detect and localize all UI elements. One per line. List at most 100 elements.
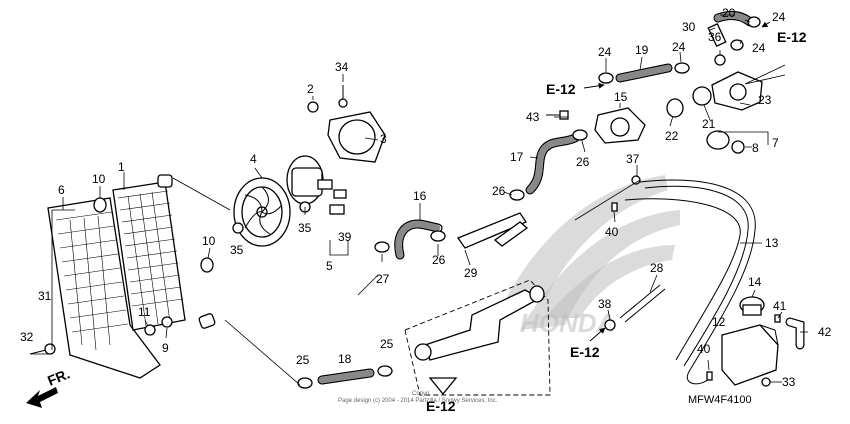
washer-36[interactable] xyxy=(714,54,726,66)
breather-tube-42[interactable] xyxy=(785,317,805,350)
part-label: 15 xyxy=(614,90,628,104)
copyright-line-2: Page design (c) 2004 - 2014 Partzilla / … xyxy=(338,398,498,404)
part-label: 16 xyxy=(413,189,427,203)
hose-16[interactable] xyxy=(394,219,443,260)
clamp-26-left[interactable] xyxy=(430,230,446,242)
hose-13[interactable] xyxy=(624,179,756,385)
clamp-26-middle[interactable] xyxy=(509,189,525,201)
part-label: 28 xyxy=(650,261,664,275)
bolt-33[interactable] xyxy=(761,377,771,387)
part-label: 24 xyxy=(672,40,686,54)
reference-labels: E-12 E-12 E-12 E-12 xyxy=(426,29,807,414)
diagram-code: MFW4F4100 xyxy=(688,394,752,406)
reserve-tank[interactable] xyxy=(721,324,779,386)
part-label: 40 xyxy=(697,342,711,356)
part-label: 29 xyxy=(464,266,478,280)
part-label: 21 xyxy=(702,117,716,131)
part-label: 25 xyxy=(296,353,310,367)
radiator[interactable] xyxy=(112,174,216,331)
pipe-28[interactable] xyxy=(619,284,666,323)
clip-41[interactable] xyxy=(774,314,781,323)
clamp-24-b[interactable] xyxy=(674,62,690,74)
clip-40-upper[interactable] xyxy=(611,202,618,212)
part-label: 1 xyxy=(118,160,125,174)
water-pump[interactable] xyxy=(711,71,763,111)
leader-lines xyxy=(30,14,808,386)
bolt-32[interactable] xyxy=(29,343,56,355)
clip-40-lower[interactable] xyxy=(706,371,713,381)
fan-motor[interactable] xyxy=(286,155,347,205)
honda-wing-watermark: HONDA xyxy=(500,175,680,338)
part-label: 39 xyxy=(338,230,352,244)
seal-8[interactable] xyxy=(731,140,745,154)
part-label: 8 xyxy=(752,141,759,155)
collar-11[interactable] xyxy=(144,324,156,336)
part-label: 37 xyxy=(626,152,640,166)
part-label: 41 xyxy=(773,299,787,313)
front-label: FR. xyxy=(45,365,72,388)
part-label: 2 xyxy=(307,82,314,96)
hose-17[interactable] xyxy=(525,133,580,195)
part-label: 24 xyxy=(598,45,612,59)
clamp-24-d[interactable] xyxy=(730,39,744,51)
part-label: 9 xyxy=(162,341,169,355)
connector-39[interactable] xyxy=(329,204,345,215)
clamp-26-right[interactable] xyxy=(572,129,588,141)
part-label: 22 xyxy=(665,129,679,143)
part-label: 10 xyxy=(202,234,216,248)
part-label: 24 xyxy=(752,41,766,55)
clamp-27[interactable] xyxy=(374,241,390,253)
part-label: 40 xyxy=(605,225,619,239)
watermark-text: HONDA xyxy=(520,308,615,338)
part-label: 18 xyxy=(338,352,352,366)
part-label: 24 xyxy=(772,10,786,24)
part-label: 26 xyxy=(576,155,590,169)
fan-shroud[interactable] xyxy=(327,111,386,163)
part-label: 17 xyxy=(510,150,524,164)
part-label: 6 xyxy=(58,183,65,197)
bolt-2[interactable] xyxy=(307,101,319,113)
thermostat-housing[interactable] xyxy=(594,107,646,144)
part-label: 20 xyxy=(722,6,736,20)
fan-nut-35[interactable] xyxy=(232,222,244,234)
clamp-38[interactable] xyxy=(604,319,616,331)
hose-19[interactable] xyxy=(615,63,673,83)
part-label: 26 xyxy=(492,184,506,198)
part-label: 35 xyxy=(298,221,312,235)
part-label: 19 xyxy=(635,43,649,57)
thermostat-21[interactable] xyxy=(692,86,712,106)
part-label: 42 xyxy=(818,325,832,339)
bolt-9[interactable] xyxy=(161,316,173,328)
pipe-29[interactable] xyxy=(456,212,529,249)
sensor-30[interactable] xyxy=(707,22,727,48)
bolt-43[interactable] xyxy=(546,110,569,120)
part-label: 43 xyxy=(526,110,540,124)
bolt-34[interactable] xyxy=(338,85,348,108)
part-label: 36 xyxy=(708,30,722,44)
part-label: 31 xyxy=(38,289,52,303)
cap-7[interactable] xyxy=(706,130,730,150)
grommet-lower[interactable] xyxy=(200,257,214,273)
part-label: 26 xyxy=(432,253,446,267)
lower-pipe-assembly[interactable] xyxy=(404,279,551,396)
part-label: 25 xyxy=(380,337,394,351)
part-label: 33 xyxy=(782,375,796,389)
part-label: 35 xyxy=(230,243,244,257)
cooling-fan[interactable] xyxy=(233,177,291,247)
part-label: 14 xyxy=(748,275,762,289)
grommet-upper[interactable] xyxy=(93,197,107,213)
part-label: 13 xyxy=(765,236,779,250)
radiator-grille[interactable] xyxy=(47,197,161,379)
o-ring-22[interactable] xyxy=(666,98,684,118)
part-number-labels: 1 2 3 4 5 6 7 8 9 10 10 11 12 13 14 15 1… xyxy=(20,6,832,389)
tank-cap-14[interactable] xyxy=(739,296,765,316)
reference-label: E-12 xyxy=(777,29,807,45)
clamp-25-right[interactable] xyxy=(377,365,393,377)
reference-label: E-12 xyxy=(426,398,456,414)
part-label: 27 xyxy=(376,272,390,286)
hose-18[interactable] xyxy=(317,368,375,385)
clamp-24-c[interactable] xyxy=(747,16,761,28)
clamp-25-left[interactable] xyxy=(297,377,313,389)
clamp-24-a[interactable] xyxy=(598,72,614,84)
